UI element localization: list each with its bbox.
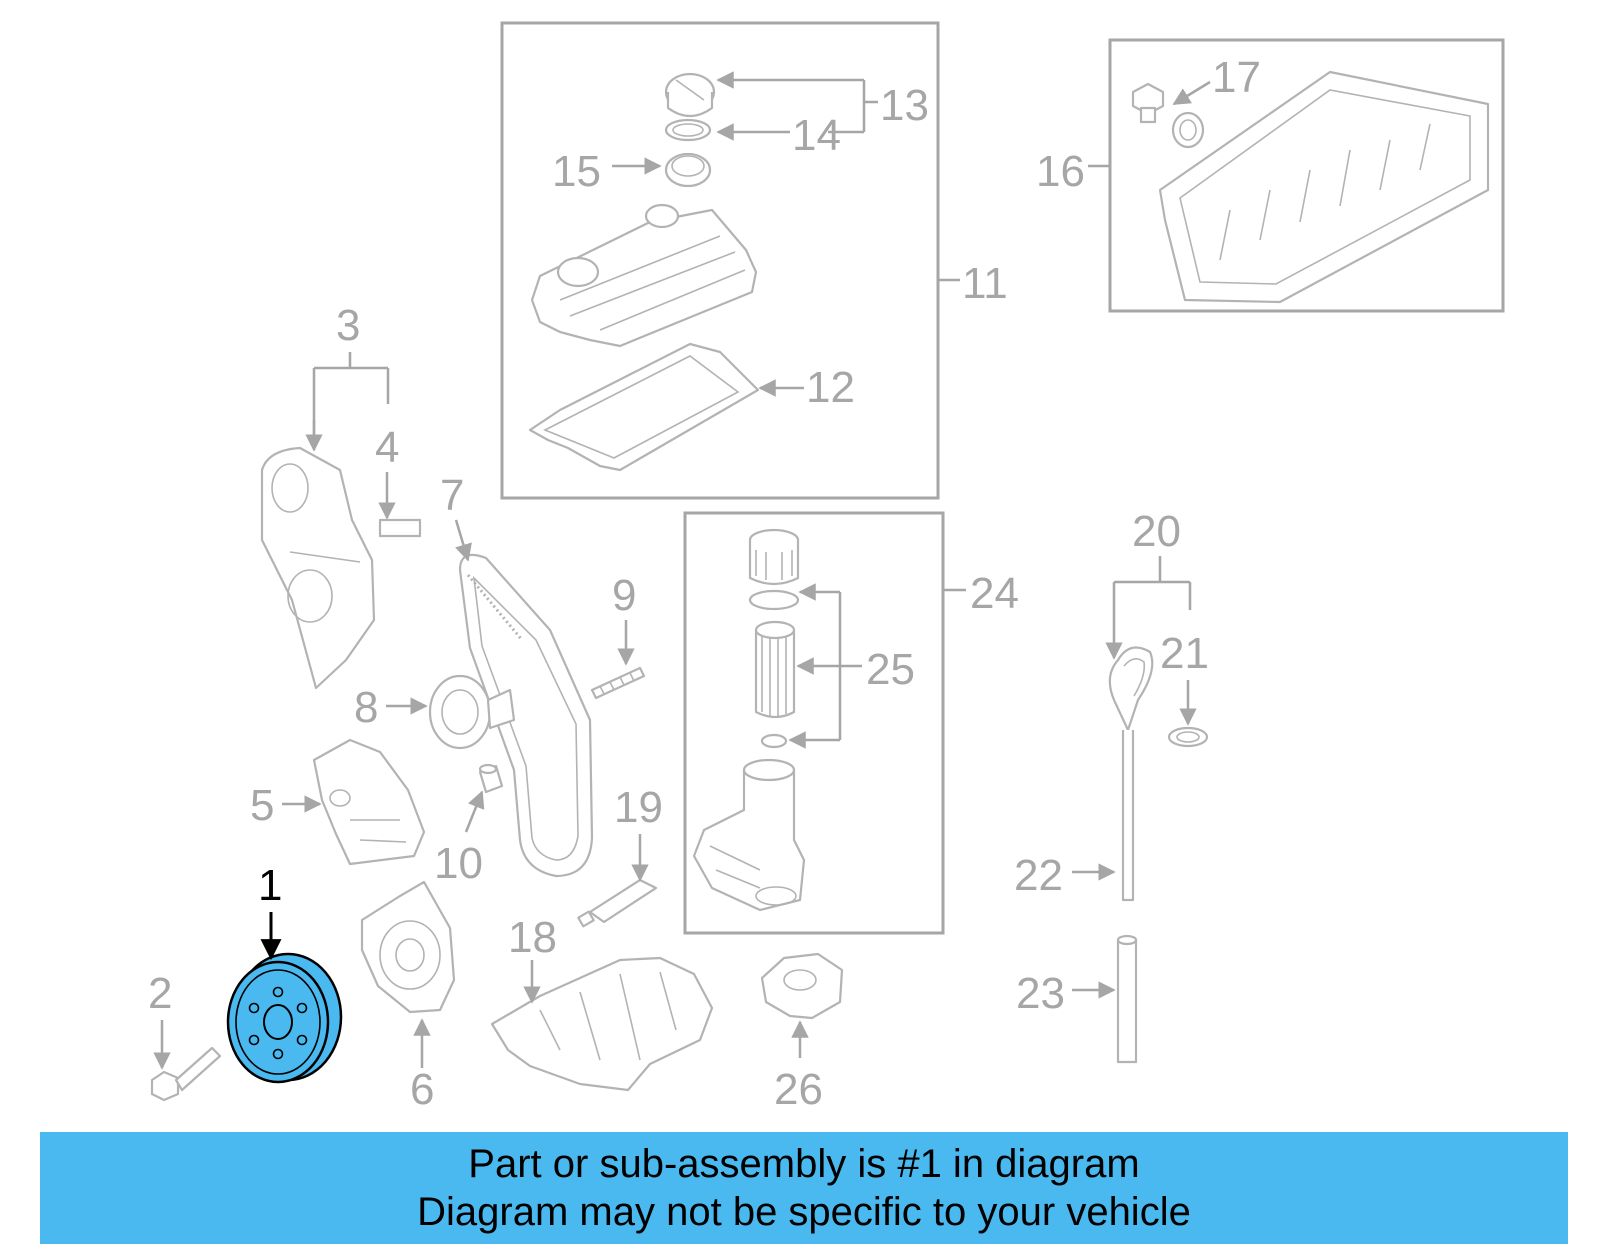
leader-10 — [464, 790, 485, 833]
clip-part-4[interactable] — [378, 518, 422, 538]
pulley-bolt-part-2[interactable] — [150, 1046, 222, 1102]
oring-part-25-lower[interactable] — [760, 733, 788, 749]
oring-part-21[interactable] — [1167, 726, 1209, 748]
dipstick-tube-part-23[interactable] — [1116, 934, 1138, 1064]
leader-7 — [454, 519, 472, 562]
callout-12: 12 — [806, 363, 855, 412]
sealant-part-19[interactable] — [577, 878, 658, 928]
valve-cover-gasket-part-12[interactable] — [528, 342, 760, 472]
callout-10: 10 — [434, 839, 483, 888]
oil-filter-housing-part-24[interactable] — [692, 758, 806, 912]
oring-part-25-upper[interactable] — [748, 589, 800, 611]
rear-cover-part-6[interactable] — [360, 880, 456, 1014]
leader-20 — [1114, 556, 1192, 610]
callout-21: 21 — [1160, 629, 1209, 678]
dipstick-part-22[interactable] — [1108, 646, 1154, 902]
callout-24: 24 — [970, 569, 1019, 618]
callout-23: 23 — [1016, 969, 1065, 1018]
stud-part-9[interactable] — [590, 666, 646, 700]
group-box-16 — [1108, 38, 1505, 313]
callout-5: 5 — [250, 781, 274, 830]
callout-15: 15 — [552, 147, 601, 196]
oil-filler-cap-part-13[interactable] — [664, 72, 716, 118]
banner-vehicle-note: Diagram may not be specific to your vehi… — [417, 1190, 1191, 1234]
callout-1: 1 — [258, 861, 282, 910]
callout-8: 8 — [354, 683, 378, 732]
callout-7: 7 — [440, 471, 464, 520]
callout-14: 14 — [792, 111, 841, 160]
seal-part-15[interactable] — [664, 152, 712, 188]
oil-cooler-part-26[interactable] — [760, 952, 844, 1020]
callout-4: 4 — [375, 423, 399, 472]
seal-part-14[interactable] — [664, 118, 712, 142]
oil-filter-cap-part[interactable] — [748, 528, 800, 586]
engine-cover-part-18[interactable] — [490, 956, 714, 1092]
banner-part-note: Part or sub-assembly is #1 in diagram — [468, 1142, 1140, 1186]
callout-17: 17 — [1212, 53, 1261, 102]
callout-2: 2 — [148, 969, 172, 1018]
group-box-24 — [683, 511, 945, 935]
info-banner: Part or sub-assembly is #1 in diagram Di… — [40, 1132, 1568, 1244]
tensioner-part-8[interactable] — [428, 674, 516, 750]
callout-3: 3 — [336, 301, 360, 350]
callout-22: 22 — [1014, 851, 1063, 900]
oil-filter-element-part-25[interactable] — [754, 620, 796, 719]
callout-9: 9 — [612, 571, 636, 620]
group-box-11 — [500, 21, 940, 500]
callout-11: 11 — [962, 259, 1008, 308]
callout-13: 13 — [880, 81, 929, 130]
timing-cover-lower-part-5[interactable] — [312, 738, 426, 866]
bushing-part-10[interactable] — [478, 763, 504, 794]
callout-19: 19 — [614, 783, 663, 832]
timing-cover-upper-part-3[interactable] — [260, 446, 376, 690]
oil-pan-part-16[interactable] — [1158, 70, 1490, 304]
leader-25 — [838, 592, 862, 740]
crankshaft-pulley-part-1[interactable] — [226, 952, 343, 1084]
valve-cover-part[interactable] — [530, 203, 758, 348]
leader-17 — [1172, 80, 1211, 106]
callout-26: 26 — [774, 1065, 823, 1114]
callout-18: 18 — [508, 913, 557, 962]
leader-13 — [862, 80, 878, 132]
leader-3 — [312, 352, 390, 448]
callout-16: 16 — [1036, 147, 1085, 196]
callout-25: 25 — [866, 645, 915, 694]
drain-plug-part-17[interactable] — [1131, 82, 1205, 149]
callout-20: 20 — [1132, 507, 1181, 556]
callout-6: 6 — [410, 1065, 434, 1114]
